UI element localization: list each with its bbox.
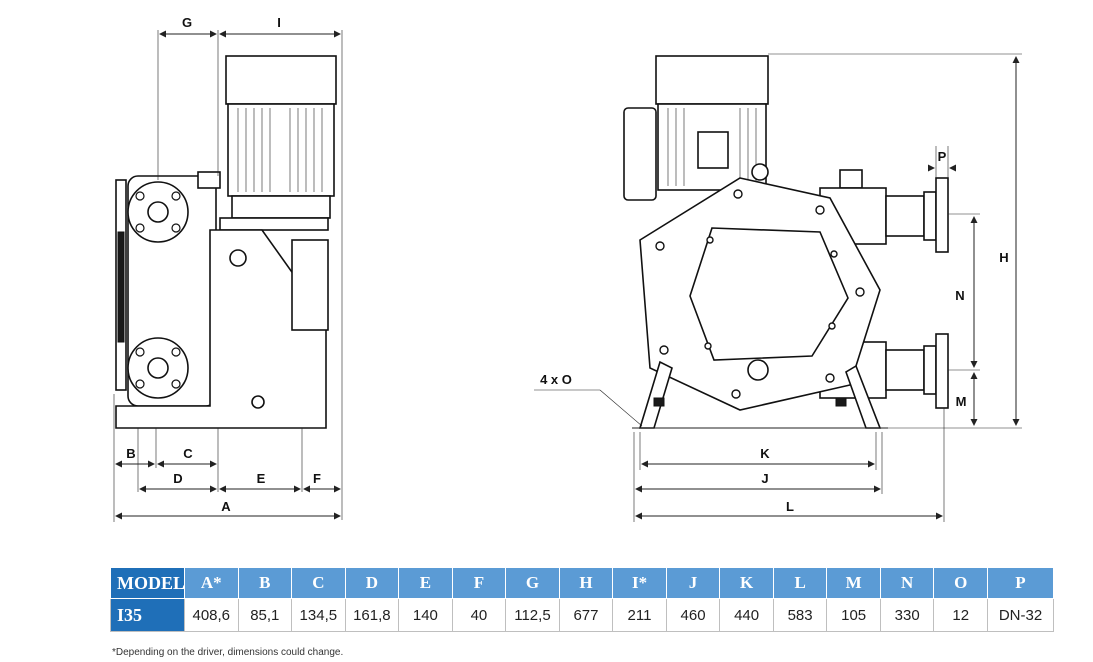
motor-body (227, 103, 335, 197)
dim-label-f: F (313, 471, 321, 486)
cell-c: 134,5 (291, 598, 346, 632)
side-view (115, 55, 337, 429)
cell-j: 460 (665, 598, 721, 632)
cell-m: 105 (826, 598, 881, 632)
front-cover (689, 227, 849, 361)
header-model: MODEL (110, 567, 185, 599)
cell-h: 677 (558, 598, 614, 632)
cell-k: 440 (719, 598, 774, 632)
side-view-dimensions: G I B C D E F A (113, 15, 343, 522)
header-f: F (451, 567, 507, 599)
cell-i: 211 (612, 598, 667, 632)
dim-label-b: B (126, 446, 135, 461)
dim-label-d: D (173, 471, 182, 486)
motor-cap (225, 55, 337, 105)
cell-f: 40 (451, 598, 507, 632)
pump-technical-drawing: G I B C D E F A (113, 15, 1022, 522)
table-row: I35 408,6 85,1 134,5 161,8 140 40 112,5 … (110, 598, 1054, 632)
front-view (623, 55, 949, 429)
cell-l: 583 (772, 598, 828, 632)
cell-n: 330 (879, 598, 935, 632)
header-p: P (987, 567, 1054, 599)
header-n: N (879, 567, 935, 599)
front-motor-cap (655, 55, 769, 105)
terminal-box (697, 131, 729, 169)
header-g: G (505, 567, 560, 599)
header-m: M (826, 567, 881, 599)
cell-a: 408,6 (184, 598, 239, 632)
base-bracket (115, 229, 327, 429)
cell-b: 85,1 (237, 598, 293, 632)
cell-g: 112,5 (505, 598, 560, 632)
lower-port-flange (935, 333, 949, 409)
header-h: H (558, 567, 614, 599)
dim-label-l: L (786, 499, 794, 514)
header-i: I* (612, 567, 667, 599)
dim-label-j: J (761, 471, 768, 486)
dim-label-m: M (956, 394, 967, 409)
dim-label-i: I (277, 15, 281, 30)
header-j: J (665, 567, 721, 599)
header-o: O (933, 567, 988, 599)
header-k: K (719, 567, 774, 599)
cell-model: I35 (110, 598, 185, 632)
dimensions-table: MODEL A* B C D E F G H I* J K L M N O P … (110, 567, 1054, 632)
motor-flange (231, 195, 331, 219)
dim-label-e: E (257, 471, 266, 486)
upper-port-flange (935, 177, 949, 253)
header-c: C (291, 567, 346, 599)
table-header-row: MODEL A* B C D E F G H I* J K L M N O P (110, 567, 1054, 599)
header-d: D (344, 567, 400, 599)
cell-d: 161,8 (344, 598, 400, 632)
header-a: A* (184, 567, 239, 599)
dim-label-n: N (955, 288, 964, 303)
gear-unit (291, 239, 329, 331)
dim-label-p: P (938, 149, 947, 164)
cell-o: 12 (933, 598, 988, 632)
header-e: E (398, 567, 453, 599)
cell-e: 140 (398, 598, 453, 632)
dim-label-h: H (999, 250, 1008, 265)
header-l: L (772, 567, 828, 599)
dim-label-holes: 4 x O (540, 372, 572, 387)
dim-label-g: G (182, 15, 192, 30)
dim-label-c: C (183, 446, 193, 461)
footnote: *Depending on the driver, dimensions cou… (112, 647, 344, 658)
dim-label-a: A (221, 499, 231, 514)
cell-p: DN-32 (987, 598, 1054, 632)
front-view-dimensions: H N M P 4 x O K J L (534, 53, 1022, 522)
header-b: B (237, 567, 293, 599)
dim-label-k: K (760, 446, 770, 461)
